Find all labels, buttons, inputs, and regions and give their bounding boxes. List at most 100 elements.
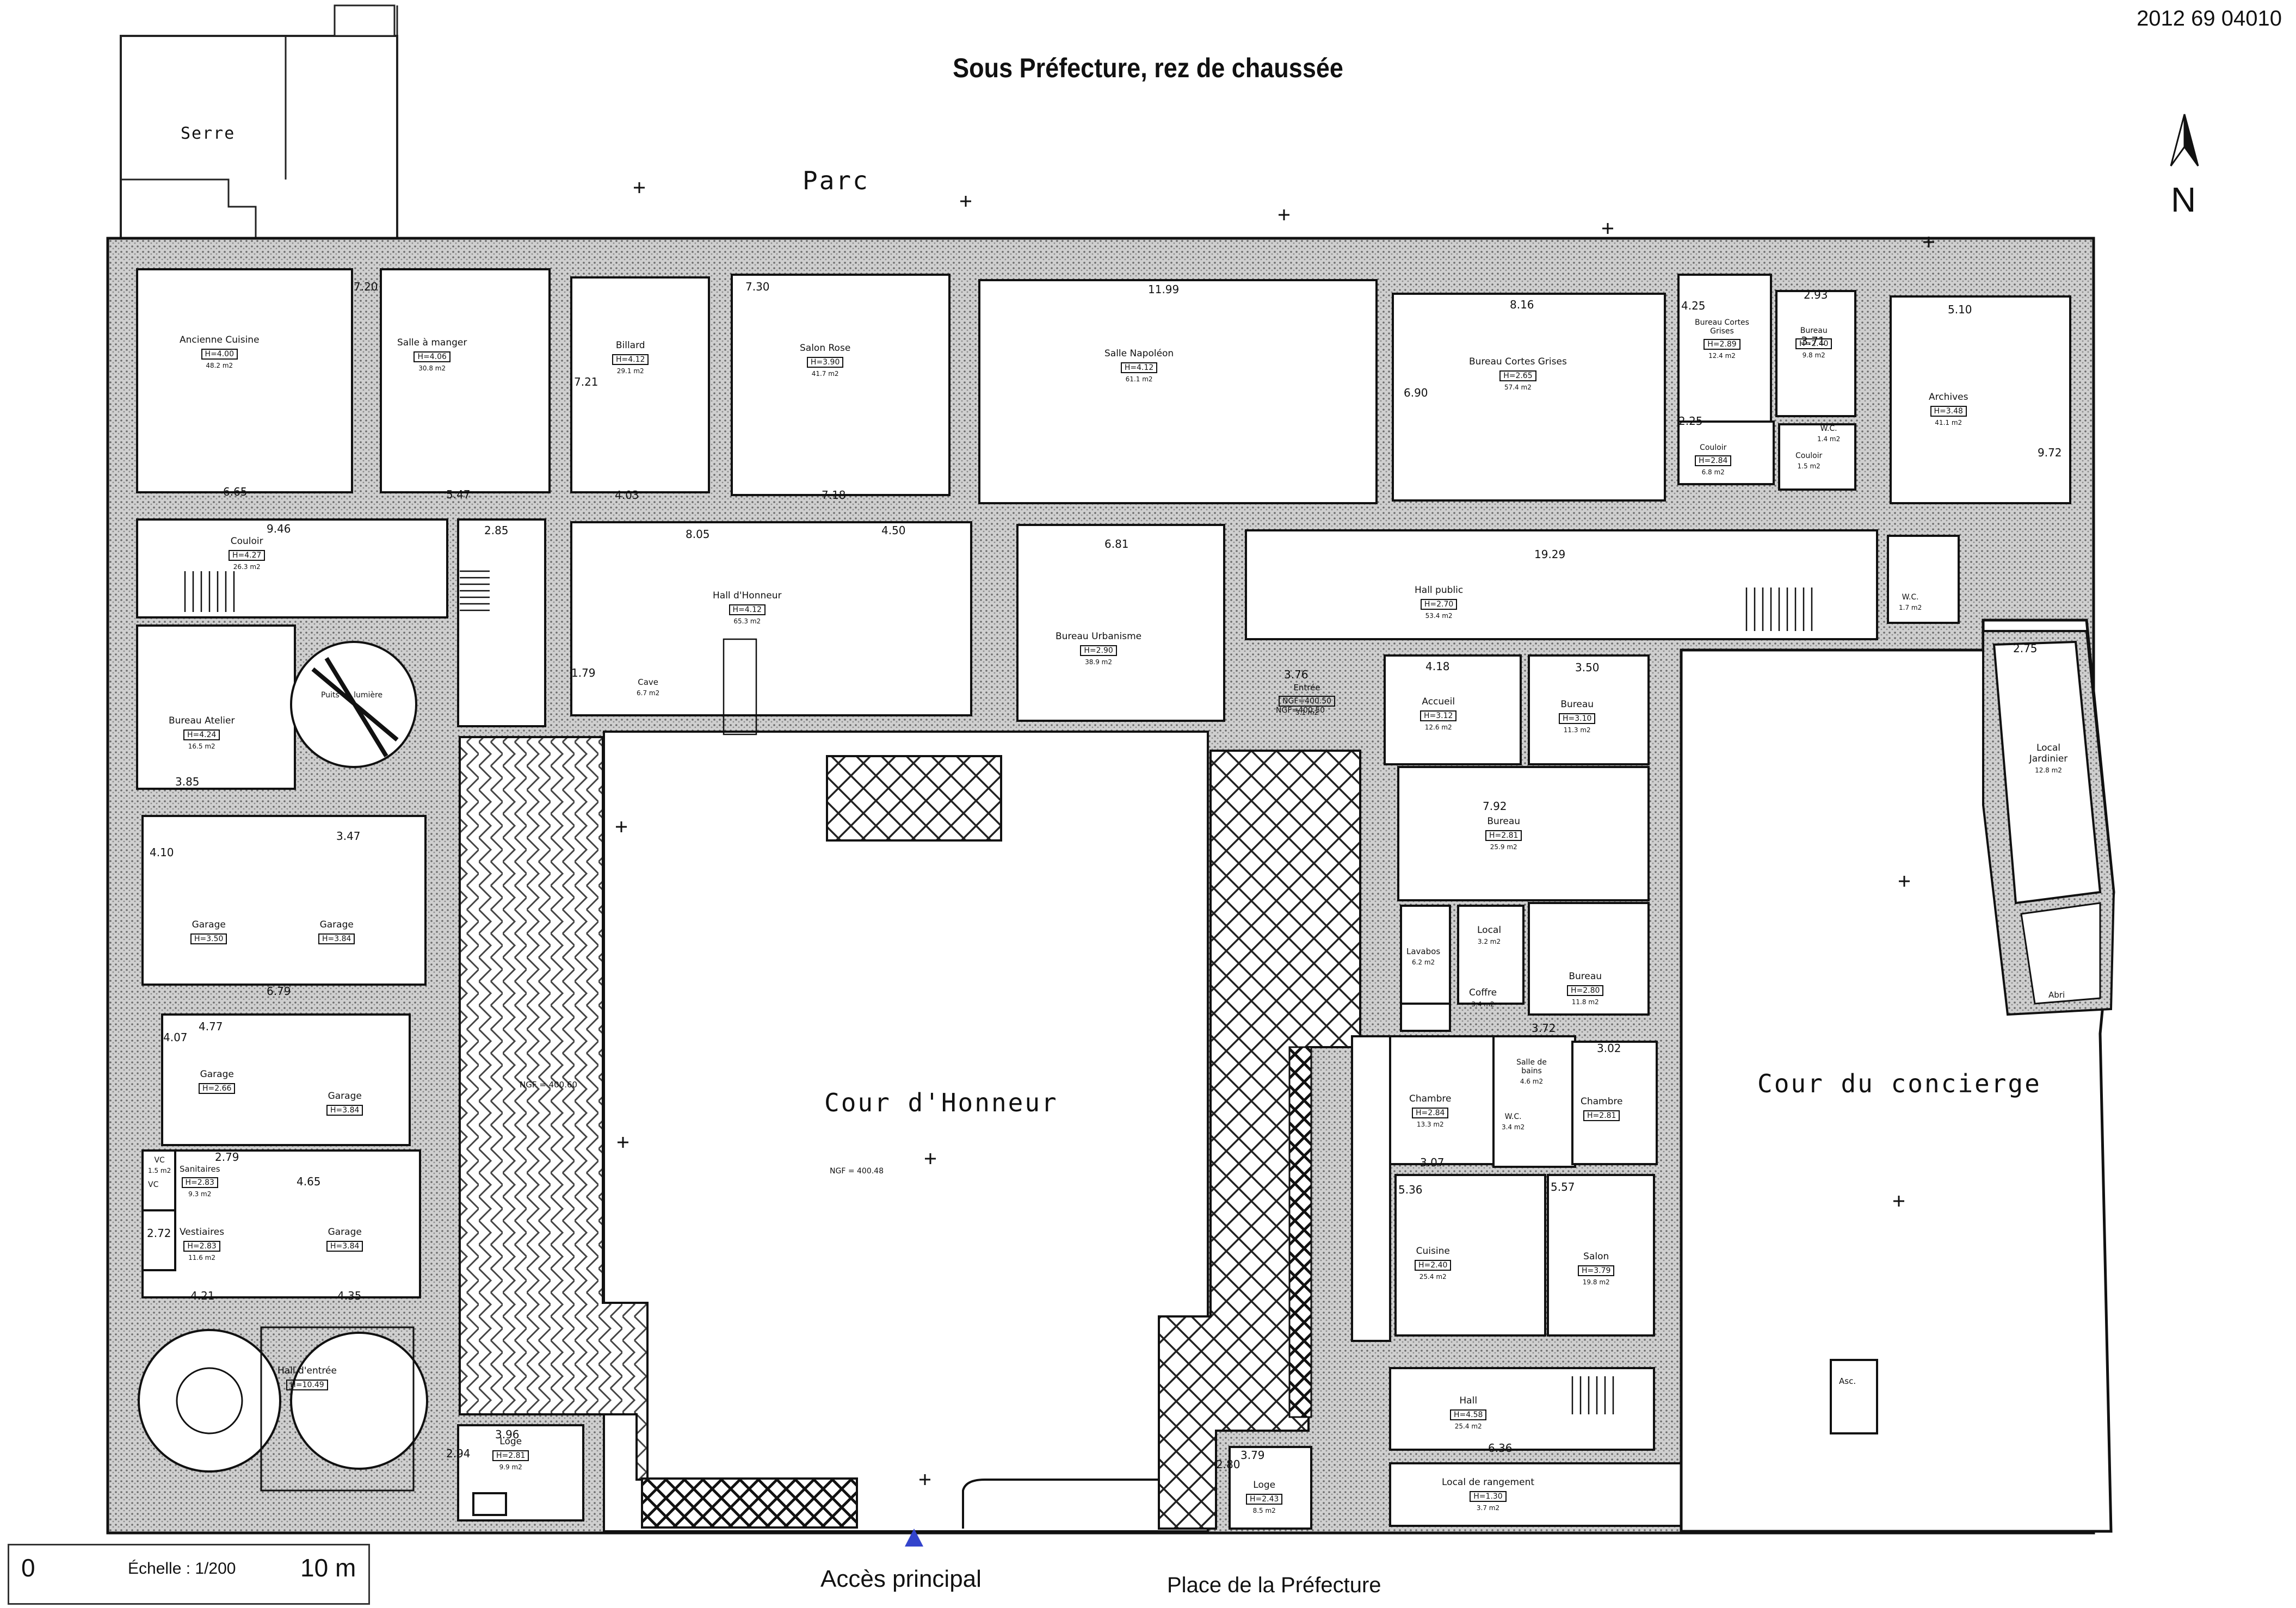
dimension-label: 8.05 — [686, 528, 710, 541]
place-label: Place de la Préfecture — [1167, 1573, 1381, 1597]
dimension-label: 4.35 — [337, 1289, 362, 1302]
court-concierge-label: Cour du concierge — [1757, 1069, 2041, 1098]
dimension-label: 5.57 — [1551, 1180, 1575, 1193]
ngf-label: NGF = 400.60 — [520, 1080, 578, 1090]
court-ngf: NGF = 400.48 — [830, 1167, 884, 1176]
dimension-label: 2.80 — [1216, 1458, 1240, 1471]
dimension-label: 2.75 — [2013, 642, 2038, 655]
dimension-label: 7.30 — [745, 280, 770, 293]
serre-label: Serre — [181, 124, 236, 143]
dimension-label: 2.25 — [1678, 415, 1703, 428]
dimension-label: 3.72 — [1532, 1022, 1556, 1035]
dimension-label: 7.20 — [354, 280, 378, 293]
scale-label: Échelle : 1/200 — [128, 1560, 236, 1578]
dimension-label: 7.21 — [574, 375, 598, 388]
dimension-label: 9.72 — [2038, 446, 2062, 459]
dimension-label: 4.18 — [1425, 660, 1450, 673]
room-label: Abri — [2048, 990, 2065, 1000]
room-label: Puits de lumière — [321, 691, 383, 700]
dimension-label: 4.21 — [190, 1289, 215, 1302]
room-label: VC — [148, 1180, 159, 1189]
scale-zero: 0 — [21, 1554, 35, 1582]
dimension-label: 6.81 — [1104, 537, 1129, 551]
scale-bar: 0 Échelle : 1/200 10 m — [8, 1544, 370, 1605]
dimension-label: 3.50 — [1575, 661, 1600, 674]
dimension-label: 3.79 — [1240, 1449, 1265, 1462]
room-label: W.C.3.4 m2 — [1502, 1112, 1525, 1131]
dimension-label: 3.71 — [1801, 335, 1825, 348]
dimension-label: 7.18 — [822, 488, 846, 502]
dimension-label: 5.36 — [1398, 1183, 1423, 1196]
dimension-label: 2.85 — [484, 524, 509, 537]
main-access-label: Accès principal — [820, 1566, 982, 1592]
dimension-label: 4.65 — [297, 1175, 321, 1188]
room-label: W.C.1.4 m2 — [1817, 424, 1841, 443]
dimension-label: 4.25 — [1681, 299, 1706, 312]
dimension-label: 4.77 — [199, 1020, 223, 1033]
scale-end: 10 m — [300, 1554, 356, 1582]
dimension-label: 2.79 — [215, 1151, 239, 1164]
dimension-label: 4.10 — [150, 846, 174, 859]
north-label: N — [2171, 180, 2196, 219]
dimension-label: 2.72 — [147, 1227, 171, 1240]
dimension-label: 19.29 — [1534, 548, 1566, 561]
dimension-label: 3.47 — [336, 830, 361, 843]
dimension-label: 8.16 — [1510, 298, 1534, 311]
room-label: W.C.1.7 m2 — [1899, 593, 1922, 611]
dimension-label: 4.03 — [615, 488, 639, 502]
dimension-label: 6.90 — [1404, 386, 1428, 399]
page-title: Sous Préfecture, rez de chaussée — [953, 53, 1343, 83]
dimension-label: 4.50 — [881, 524, 906, 537]
dimension-label: 1.79 — [571, 666, 596, 679]
dimension-label: 11.99 — [1148, 283, 1180, 296]
room-label: Asc. — [1839, 1376, 1856, 1386]
dimension-label: 4.07 — [163, 1031, 188, 1044]
dimension-label: 3.76 — [1284, 668, 1309, 681]
park-label: Parc — [803, 166, 869, 195]
dimension-label: 6.79 — [267, 985, 291, 998]
dimension-label: 3.85 — [175, 775, 200, 788]
dimension-label: 9.46 — [267, 522, 291, 535]
court-honor-label: Cour d'Honneur — [824, 1088, 1058, 1117]
ngf-label: NGF=400.50 — [1276, 706, 1325, 715]
dimension-label: 5.47 — [446, 488, 471, 501]
dimension-label: 3.07 — [1420, 1156, 1445, 1169]
